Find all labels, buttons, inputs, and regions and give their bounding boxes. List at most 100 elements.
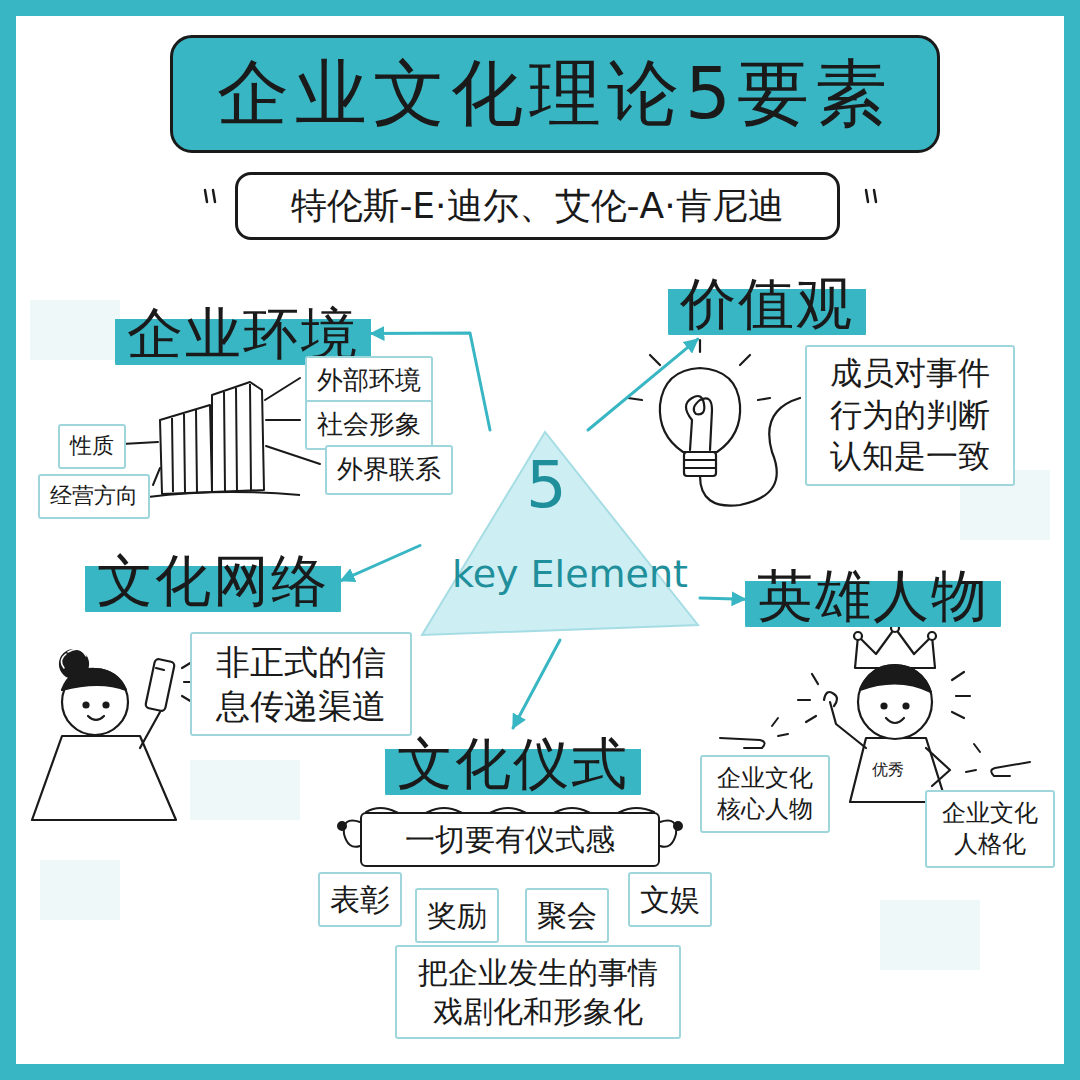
node-text: 把企业发生的事情戏剧化和形象化: [407, 953, 669, 1031]
hero-figure: [798, 674, 818, 722]
person-with-phone: [145, 658, 175, 711]
lightbulb-icon: [628, 340, 800, 506]
aspect-box: 外界联系: [325, 445, 453, 495]
hero-figure: [830, 702, 866, 748]
connector-arrow: [513, 640, 560, 728]
node-text: 聚会: [537, 896, 597, 935]
banner-scroll-ends: [674, 822, 682, 830]
pointing-hands: [966, 744, 980, 772]
node-text: 英雄人物: [757, 562, 989, 629]
center-triangle: 5 key Element: [420, 430, 700, 640]
note-box: 企业文化人格化: [925, 790, 1055, 868]
leader-lines: [266, 419, 300, 421]
note-box: 把企业发生的事情戏剧化和形象化: [395, 945, 681, 1039]
hero-figure: [824, 692, 837, 706]
person-with-phone: [32, 736, 176, 820]
leader-lines: [153, 468, 160, 485]
node-text: 非正式的信息传递渠道: [202, 640, 400, 728]
lightbulb-icon: [650, 355, 660, 365]
building-icon: [148, 382, 300, 497]
triangle-fill: [422, 432, 698, 635]
lightbulb-icon: [686, 396, 712, 450]
person-with-phone: [140, 712, 160, 748]
node-text: 外部环境: [317, 364, 421, 398]
node-text: 成员对事件行为的判断认知是一致: [817, 353, 1003, 478]
lightbulb-icon: [758, 398, 770, 400]
note-box: 非正式的信息传递渠道: [190, 632, 412, 736]
title-text: 企业文化理论5要素: [217, 46, 893, 142]
pointing-hands: [991, 762, 1030, 776]
person-with-phone: [60, 650, 88, 678]
quote-marks: [874, 190, 876, 202]
ritual-box: 奖励: [415, 888, 499, 943]
lightbulb-icon: [699, 340, 701, 352]
node-text: 文化网络: [97, 547, 329, 614]
hero-figure: [926, 748, 950, 786]
lightbulb-icon: [740, 355, 750, 365]
element-heading: 英雄人物: [745, 560, 1001, 631]
hero-figure: [855, 628, 935, 668]
person-with-phone: [32, 649, 196, 820]
lightbulb-icon: [660, 368, 740, 452]
connector-arrow: [588, 339, 698, 430]
title-banner: 企业文化理论5要素: [170, 35, 940, 153]
node-text: 奖励: [427, 896, 487, 935]
person-with-phone: [88, 716, 104, 720]
note-box: 成员对事件行为的判断认知是一致: [805, 345, 1015, 486]
node-text: 文化仪式: [397, 730, 629, 797]
aspect-box: 外部环境: [305, 356, 433, 406]
building-icon: [224, 384, 251, 491]
background-patches: [190, 760, 300, 820]
note-box: 企业文化核心人物: [700, 755, 830, 833]
hero-figure: [860, 665, 931, 692]
element-heading: 价值观: [668, 268, 866, 339]
banner-scroll-ends: [338, 822, 346, 830]
leader-lines: [122, 378, 320, 485]
background-patches: [30, 300, 1050, 970]
node-text: 文娱: [640, 880, 700, 919]
person-with-phone: [156, 668, 164, 670]
center-label: key Element: [452, 552, 688, 596]
building-icon: [160, 405, 212, 494]
background-patches: [880, 900, 980, 970]
building-icon: [212, 382, 264, 492]
ritual-box: 文娱: [628, 872, 712, 927]
node-text: 一切要有仪式感: [376, 820, 644, 859]
element-count: 5: [526, 448, 567, 522]
quote-marks: [866, 190, 868, 202]
lightbulb-icon: [684, 459, 716, 461]
node-text: 社会形象: [317, 408, 421, 442]
hero-figure: [854, 632, 862, 640]
lightbulb-icon: [684, 467, 716, 469]
building-icon: [172, 410, 197, 492]
leader-lines: [122, 442, 158, 444]
hero-figure: [952, 672, 970, 718]
background-patches: [40, 860, 120, 920]
person-with-phone: [84, 703, 89, 708]
node-text: 企业文化核心人物: [712, 763, 818, 825]
node-text: 表彰: [330, 880, 390, 919]
page-frame: [8, 8, 1072, 1072]
hero-figure: [886, 718, 904, 723]
node-text: 经营方向: [50, 482, 138, 511]
leader-lines: [265, 378, 300, 400]
node-text: 企业文化人格化: [937, 798, 1043, 860]
connector-arrow: [700, 598, 745, 599]
element-heading: 文化网络: [85, 545, 341, 616]
hero-figure: [882, 704, 887, 709]
node-text: 特伦斯-E·迪尔、艾伦-A·肯尼迪: [291, 182, 783, 231]
ribbon-banner: 一切要有仪式感: [360, 812, 660, 867]
connector-arrow: [341, 546, 420, 581]
lightbulb-icon: [628, 398, 642, 400]
subtitle-box: 特伦斯-E·迪尔、艾伦-A·肯尼迪: [235, 172, 840, 240]
person-with-phone: [104, 703, 109, 708]
background-patches: [30, 300, 120, 360]
ritual-box: 聚会: [525, 888, 609, 943]
quote-marks: [213, 190, 215, 202]
lightbulb-icon: [700, 398, 800, 506]
pointing-hands: [720, 738, 765, 748]
hero-figure: [858, 665, 932, 739]
person-with-phone: [61, 649, 86, 668]
building-icon: [148, 492, 300, 497]
